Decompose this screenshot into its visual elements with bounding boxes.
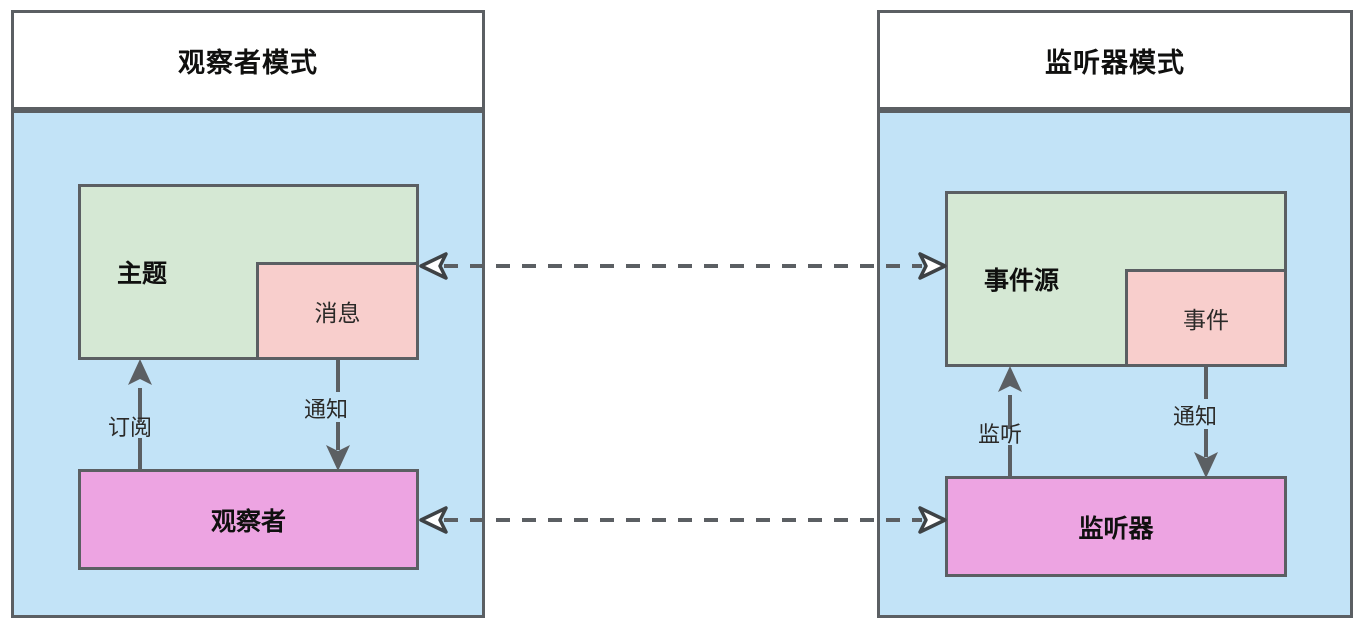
link-observer-listener [418, 502, 948, 538]
node-listener[interactable]: 监听器 [945, 476, 1287, 577]
listener-pattern-title: 监听器模式 [877, 10, 1353, 110]
edge-subscribe-label: 订阅 [108, 415, 153, 440]
node-observer-label: 观察者 [210, 507, 286, 536]
edge-listen-arrow [992, 365, 1028, 479]
edge-notify-arrow-right [1188, 365, 1224, 479]
edge-notify-label-right: 通知 [1173, 404, 1218, 429]
edge-subscribe-arrow [122, 358, 158, 472]
node-event-label: 事件 [1183, 307, 1229, 333]
node-event[interactable]: 事件 [1125, 269, 1287, 367]
node-message[interactable]: 消息 [256, 262, 419, 360]
edge-listen-label: 监听 [978, 422, 1023, 447]
node-subject-label: 主题 [117, 260, 168, 288]
node-observer[interactable]: 观察者 [78, 469, 419, 570]
link-subject-eventsource [418, 248, 948, 284]
node-message-label: 消息 [314, 300, 361, 326]
edge-notify-arrow-left [320, 358, 356, 472]
node-event-source-label: 事件源 [984, 267, 1060, 295]
node-listener-label: 监听器 [1078, 514, 1154, 543]
observer-pattern-title: 观察者模式 [11, 10, 485, 110]
edge-notify-label-left: 通知 [304, 397, 349, 422]
